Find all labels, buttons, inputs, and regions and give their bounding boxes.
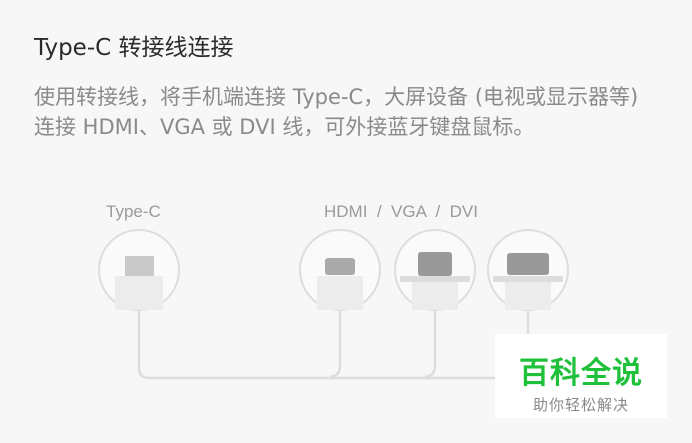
type-c-connector-icon	[98, 229, 180, 311]
type-c-label: Type-C	[106, 202, 161, 221]
vga-connector-icon	[394, 229, 476, 311]
dvi-connector-icon	[487, 229, 569, 311]
cable-line	[329, 310, 342, 379]
hdmi-connector-icon	[299, 229, 381, 311]
display-ports-label: HDMI / VGA / DVI	[324, 202, 478, 221]
description: 使用转接线，将手机端连接 Type-C，大屏设备 (电视或显示器等) 连接 HD…	[34, 85, 639, 139]
watermark-slogan: 助你轻松解决	[532, 396, 629, 414]
page-title: Type-C 转接线连接	[34, 35, 234, 61]
cable-line	[137, 310, 500, 380]
watermark-name: 百科全说	[519, 356, 643, 391]
watermark-logo: 百科全说 助你轻松解决	[495, 334, 667, 418]
cable-line	[424, 310, 437, 379]
